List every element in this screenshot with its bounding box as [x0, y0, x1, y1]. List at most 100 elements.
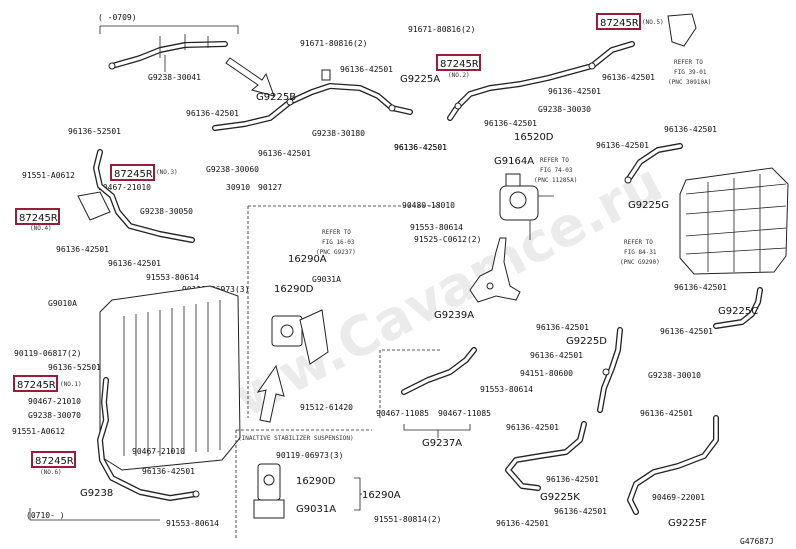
label-91671-80816-b[interactable]: 91671-80816(2)	[408, 25, 475, 34]
label-91671-80816-a[interactable]: 91671-80816(2)	[300, 39, 367, 48]
label-91551-80814[interactable]: 91551-80814(2)	[374, 515, 441, 524]
hose-left-upper[interactable]	[77, 149, 195, 243]
hose-g9225f[interactable]	[627, 415, 719, 515]
label-90467-11085-a[interactable]: 90467-11085	[376, 409, 429, 418]
label-g9238-30030[interactable]: G9238-30030	[538, 105, 591, 114]
label-90119-06817[interactable]: 90119-06817(2)	[14, 349, 81, 358]
label-g9164a[interactable]: G9164A	[494, 156, 534, 167]
no-mark-6: (NO.6)	[40, 469, 62, 476]
hose-g9225k[interactable]	[505, 421, 587, 491]
label-g9238[interactable]: G9238	[80, 488, 113, 499]
label-91553-80614-a[interactable]: 91553-80614	[410, 223, 463, 232]
highlight-87245r-left-upper[interactable]	[110, 164, 155, 181]
label-16290d-lower[interactable]: 16290D	[296, 476, 336, 487]
label-96136-42501-i[interactable]: 96136-42501	[664, 125, 717, 134]
label-g9225g[interactable]: G9225G	[628, 200, 669, 211]
label-96136-42501-u[interactable]: 96136-42501	[640, 409, 693, 418]
no-mark-1: (NO.1)	[60, 381, 82, 388]
water-pump-16520d[interactable]	[499, 173, 554, 240]
label-g9237a[interactable]: G9237A	[422, 438, 462, 449]
label-91551-a0612-b[interactable]: 91551-A0612	[12, 427, 65, 436]
bracket-g9239a[interactable]	[469, 237, 521, 303]
label-96136-42501-t[interactable]: 96136-42501	[496, 519, 549, 528]
label-96136-52501-b[interactable]: 96136-52501	[48, 363, 101, 372]
label-91553-80614-b[interactable]: 91553-80614	[146, 273, 199, 282]
label-g9225b[interactable]: G9225B	[256, 92, 296, 103]
label-91551-a0612-a[interactable]: 91551-A0612	[22, 171, 75, 180]
label-96136-42501-d[interactable]: 96136-42501	[394, 143, 447, 152]
label-g9238-30060[interactable]: G9238-30060	[206, 165, 259, 174]
label-96136-42501-f[interactable]: 96136-42501	[548, 87, 601, 96]
label-90469-22001[interactable]: 90469-22001	[652, 493, 705, 502]
pipe-assembly-top-left[interactable]: ( -0709)	[98, 13, 239, 70]
label-96136-42501-p[interactable]: 96136-42501	[536, 323, 589, 332]
label-96136-52501-a[interactable]: 96136-52501	[68, 127, 121, 136]
label-91553-80614-c[interactable]: 91553-80614	[166, 519, 219, 528]
hose-top-right[interactable]	[447, 13, 697, 121]
label-g9225k[interactable]: G9225K	[540, 492, 580, 503]
highlight-87245r-top-right[interactable]	[596, 13, 641, 30]
label-96136-42501-g[interactable]: 96136-42501	[484, 119, 537, 128]
label-96136-42501-n[interactable]: 96136-42501	[108, 259, 161, 268]
label-91553-80614-d[interactable]: 91553-80614	[480, 385, 533, 394]
label-96136-42501-c[interactable]: 96136-42501	[258, 149, 311, 158]
label-90467-11085-b[interactable]: 90467-11085	[438, 409, 491, 418]
highlight-87245r-top-center[interactable]	[436, 54, 481, 71]
label-96136-42501-a[interactable]: 96136-42501	[340, 65, 393, 74]
label-91525-c0612[interactable]: 91525-C0612(2)	[414, 235, 481, 244]
label-90127[interactable]: 90127	[258, 183, 282, 192]
hose-g9237a[interactable]	[401, 347, 477, 395]
label-96136-42501-r[interactable]: 96136-42501	[506, 423, 559, 432]
label-94151-80600[interactable]: 94151-80600	[520, 369, 573, 378]
label-g9238-30070[interactable]: G9238-30070	[28, 411, 81, 420]
radiator-g9010a[interactable]	[99, 285, 241, 471]
label-90467-21010-b[interactable]: 90467-21010	[28, 397, 81, 406]
label-g9239a[interactable]: G9239A	[434, 310, 474, 321]
hose-g9225b[interactable]	[212, 69, 413, 131]
label-91512-61420[interactable]: 91512-61420	[300, 403, 353, 412]
valve-16290a-lower[interactable]	[253, 463, 285, 519]
label-90467-21010-c[interactable]: 90467-21010	[132, 447, 185, 456]
label-g9225d[interactable]: G9225D	[566, 336, 607, 347]
label-96136-42501-b[interactable]: 96136-42501	[186, 109, 239, 118]
highlight-87245r-left-mid[interactable]	[13, 375, 58, 392]
label-90467-21010-a[interactable]: 90467-21010	[98, 183, 151, 192]
label-16290a-top[interactable]: 16290A	[288, 254, 327, 265]
label-g9238-30180[interactable]: G9238-30180	[312, 129, 365, 138]
label-g9238-30010[interactable]: G9238-30010	[648, 371, 701, 380]
label-16290d-top[interactable]: 16290D	[274, 284, 314, 295]
refer-74-line1: REFER TO	[540, 157, 569, 164]
label-g9238-30041[interactable]: G9238-30041	[148, 73, 201, 82]
label-96136-42501-q[interactable]: 96136-42501	[530, 351, 583, 360]
hose-g9225d[interactable]	[597, 327, 623, 413]
reservoir-tank[interactable]	[679, 167, 789, 275]
label-16520d[interactable]: 16520D	[514, 132, 554, 143]
valve-16290a[interactable]	[271, 309, 329, 365]
hose-g9225g[interactable]	[624, 143, 683, 184]
label-g9225f[interactable]: G9225F	[668, 518, 707, 529]
label-96136-42501-v[interactable]: 96136-42501	[554, 507, 607, 516]
label-96136-42501-e[interactable]: 96136-42501	[602, 73, 655, 82]
label-16290a-lower[interactable]: 16290A	[362, 490, 401, 501]
label-g9031a-lower[interactable]: G9031A	[296, 504, 336, 515]
label-96136-42501-j[interactable]: 96136-42501	[596, 141, 649, 150]
label-g9238-30050[interactable]: G9238-30050	[140, 207, 193, 216]
label-96136-42501-k[interactable]: 96136-42501	[674, 283, 727, 292]
label-96136-42501-m[interactable]: 96136-42501	[56, 245, 109, 254]
label-30910[interactable]: 30910	[226, 183, 250, 192]
label-96136-42501-h[interactable]: 96136-42501	[394, 143, 447, 152]
highlight-87245r-left[interactable]	[15, 208, 60, 225]
hose-g9225c[interactable]	[713, 287, 763, 329]
label-96136-42501-l[interactable]: 96136-42501	[660, 327, 713, 336]
label-96136-42501-o[interactable]: 96136-42501	[142, 467, 195, 476]
label-g9010a[interactable]: G9010A	[48, 299, 77, 308]
label-96136-42501-s[interactable]: 96136-42501	[546, 475, 599, 484]
label-90480-18010[interactable]: 90480-18010	[402, 201, 455, 210]
hose-g9238-lower-left[interactable]	[97, 377, 200, 501]
label-g9031a-top[interactable]: G9031A	[312, 275, 341, 284]
highlight-87245r-left-lower[interactable]	[31, 451, 76, 468]
label-90119-06973-b[interactable]: 90119-06973(3)	[276, 451, 343, 460]
label-g9225a[interactable]: G9225A	[400, 74, 440, 85]
refer-84-line2: FIG 84-31	[624, 249, 657, 256]
label-g9225c[interactable]: G9225C	[718, 306, 758, 317]
